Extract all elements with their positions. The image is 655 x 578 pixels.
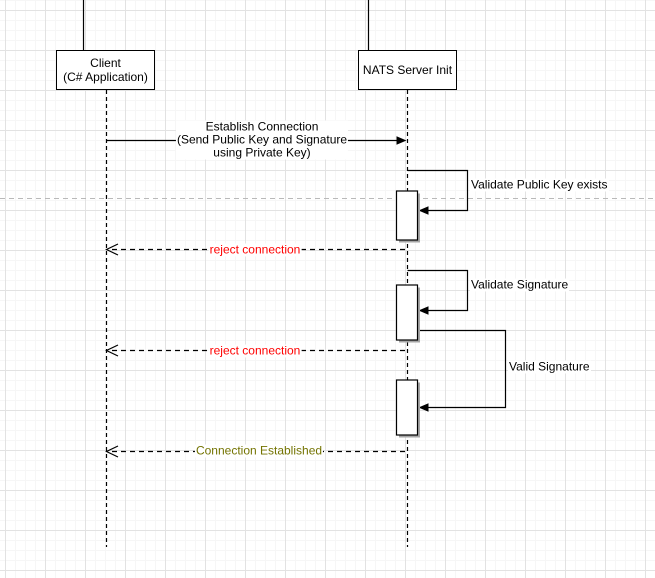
activation-bar-2[interactable] bbox=[395, 284, 421, 343]
valid-signature-self-call-arrow[interactable] bbox=[417, 329, 507, 412]
establish-connection-label-line2: (Send Public Key and Signature bbox=[176, 132, 348, 147]
client-actor-label-line2: (C# Application) bbox=[63, 70, 148, 84]
validate-public-key-self-call-arrow[interactable] bbox=[407, 169, 469, 215]
client-actor-box[interactable]: Client (C# Application) bbox=[56, 50, 155, 90]
establish-connection-label[interactable]: Establish Connection (Send Public Key an… bbox=[175, 119, 349, 160]
activation-bar-3[interactable] bbox=[395, 379, 421, 438]
validate-public-key-label[interactable]: Validate Public Key exists bbox=[470, 177, 609, 192]
reject-connection-label-1[interactable]: reject connection bbox=[208, 242, 302, 257]
connection-established-label[interactable]: Connection Established bbox=[194, 443, 324, 458]
nats-actor-label: NATS Server Init bbox=[362, 63, 453, 77]
client-actor-label-line1: Client bbox=[90, 56, 121, 70]
establish-connection-label-line1: Establish Connection bbox=[205, 119, 319, 134]
reject-connection-label-2[interactable]: reject connection bbox=[208, 343, 302, 358]
validate-signature-self-call-arrow[interactable] bbox=[407, 269, 469, 315]
validate-signature-label[interactable]: Validate Signature bbox=[470, 277, 570, 292]
valid-signature-label[interactable]: Valid Signature bbox=[508, 359, 591, 374]
nats-actor-box[interactable]: NATS Server Init bbox=[358, 50, 457, 90]
activation-bar-1[interactable] bbox=[395, 190, 421, 243]
establish-connection-label-line3: using Private Key) bbox=[213, 145, 311, 160]
